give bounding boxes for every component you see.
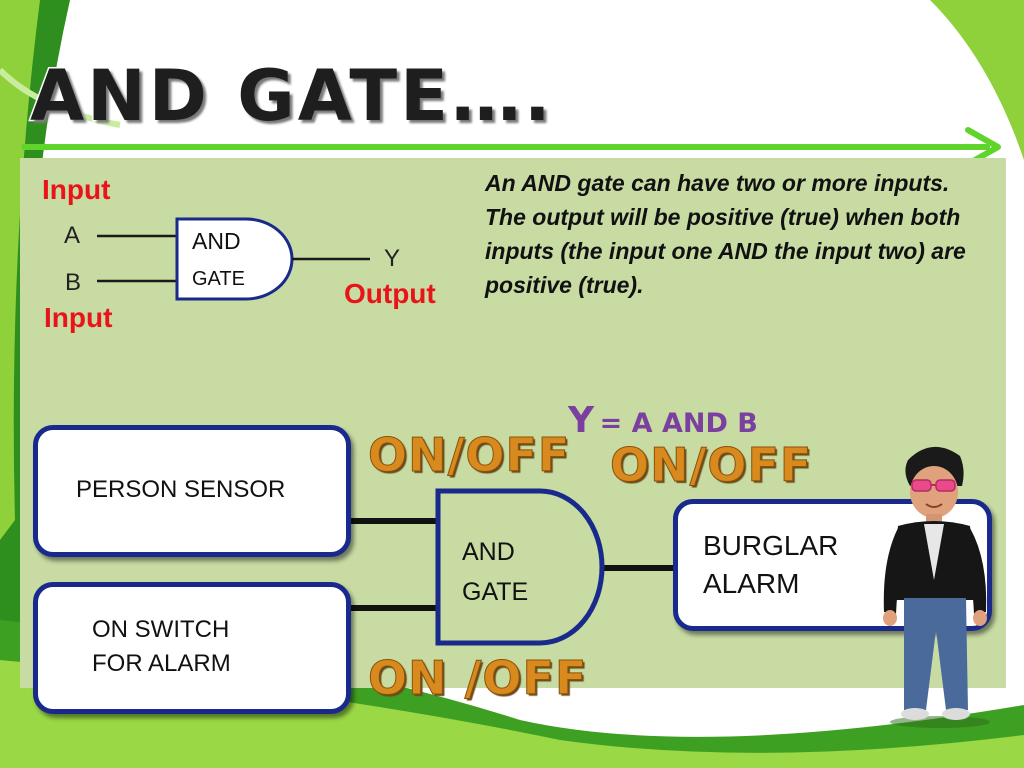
description-para-1: An AND gate can have two or more inputs. [485,170,950,196]
big-gate-label-2: GATE [462,578,529,606]
onoff-sensor-label: ON/OFF [367,428,571,483]
output-label: Output [344,278,436,309]
description-para-2: The output will be positive (true) when … [485,204,966,298]
input-top-label: Input [42,174,111,205]
page-title: AND GATE…. [29,54,554,139]
big-and-gate [435,488,605,646]
equation: Y = A AND B [568,400,758,441]
equation-rest: = A AND B [599,408,758,439]
pin-y-label: Y [384,245,401,272]
pin-b-label: B [65,269,82,296]
onoff-switch-label: ON /OFF [367,651,588,706]
small-gate-label-1: AND [192,228,241,254]
equation-y: Y [568,400,595,441]
alarm-switch-label-1: ON SWITCH [92,616,230,643]
description: An AND gate can have two or more inputs.… [485,166,985,302]
small-gate-label-2: GATE [192,268,245,290]
alarm-switch-box: ON SWITCH FOR ALARM [33,582,351,714]
alarm-switch-label-2: FOR ALARM [92,650,231,677]
avatar-character [883,446,990,728]
person-sensor-box: PERSON SENSOR [33,425,351,557]
burglar-alarm-label-1: BURGLAR [703,530,839,561]
onoff-alarm-label: ON/OFF [609,438,813,493]
burglar-alarm-label-2: ALARM [703,568,800,599]
small-and-gate [97,217,370,301]
big-gate-label-1: AND [462,538,515,566]
person-sensor-label: PERSON SENSOR [76,476,286,503]
input-bottom-label: Input [44,302,113,333]
pin-a-label: A [64,222,81,249]
